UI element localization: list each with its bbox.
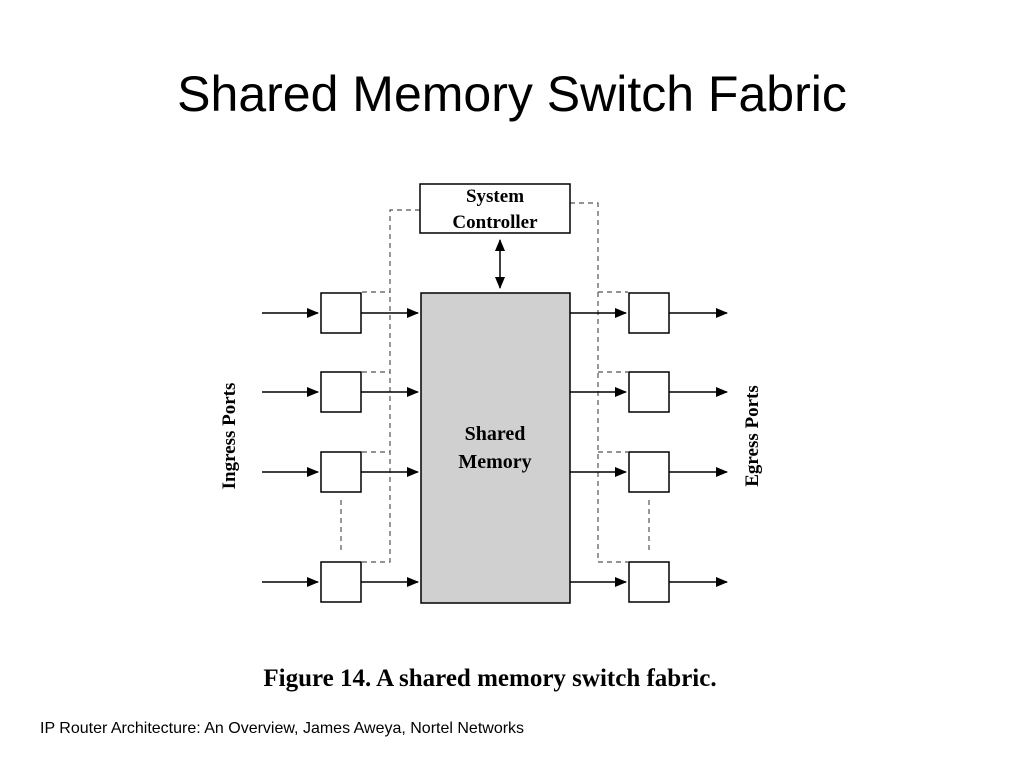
egress-port <box>570 371 728 413</box>
memory-label-line1: Shared <box>465 423 526 445</box>
controller-label-line2: Controller <box>452 212 538 233</box>
egress-ports <box>570 292 728 603</box>
ingress-ports <box>262 292 419 603</box>
shared-memory: Shared Memory <box>420 292 571 604</box>
slide-title: Shared Memory Switch Fabric <box>177 66 847 122</box>
figure-caption: Figure 14. A shared memory switch fabric… <box>263 665 716 692</box>
control-lines <box>340 202 650 563</box>
egress-port <box>570 451 728 493</box>
controller-label-line1: System <box>466 186 524 207</box>
ingress-port <box>262 561 419 603</box>
slide-footer: IP Router Architecture: An Overview, Jam… <box>40 720 525 737</box>
ingress-port <box>262 371 419 413</box>
memory-label-line2: Memory <box>458 451 531 473</box>
ingress-port <box>262 451 419 493</box>
egress-ports-label: Egress Ports <box>742 385 763 487</box>
egress-port <box>570 292 728 334</box>
ingress-port <box>262 292 419 334</box>
ingress-ports-label: Ingress Ports <box>219 383 240 490</box>
system-controller: System Controller <box>419 183 571 234</box>
egress-port <box>570 561 728 603</box>
